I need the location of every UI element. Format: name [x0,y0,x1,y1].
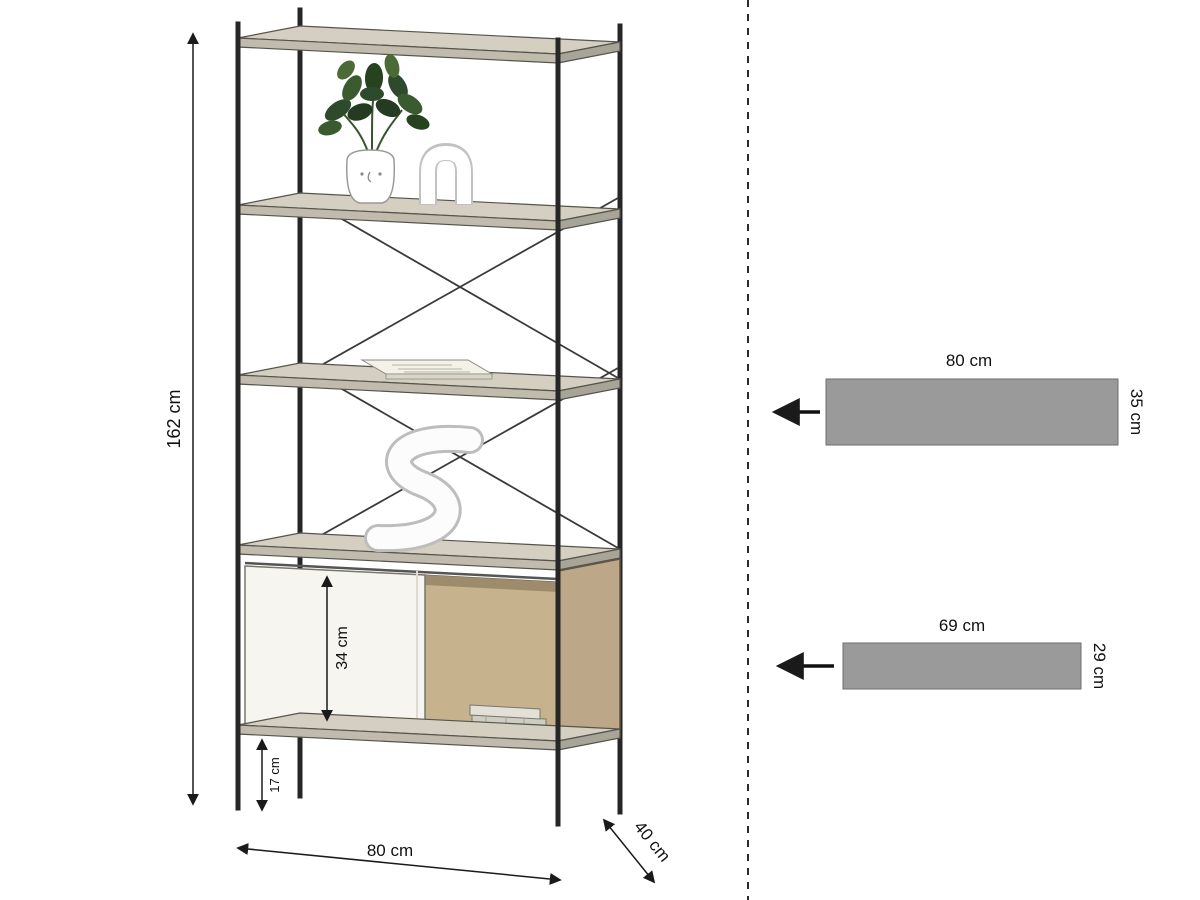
board-large-depth-label: 35 cm [1127,389,1146,435]
shelf-5-bottom [237,712,621,751]
board-small: 69 cm 29 cm [775,616,1109,690]
height-dimension: 162 cm [164,32,199,806]
foot-height-dimension: 17 cm [256,738,282,812]
board-large-width-label: 80 cm [946,351,992,370]
shelf-4-cabinet-top [237,532,621,571]
squiggle-sculpture [364,424,484,553]
shelf-2 [237,192,621,231]
cabinet-side-panel [557,558,621,742]
board-small-width-label: 69 cm [939,616,985,635]
door-rail [244,561,559,581]
board-large-rect [825,378,1119,446]
open-book [360,359,494,380]
width-dimension: 80 cm [236,841,562,885]
depth-dimension: 40 cm [602,818,674,884]
plant-leaves [318,54,430,136]
shelf-unit-drawing [235,7,623,827]
cabinet-interior [424,574,559,746]
height-dimension-label: 162 cm [164,389,184,448]
width-dimension-label: 80 cm [367,841,413,860]
board-large: 80 cm 35 cm [771,351,1146,446]
dimension-annotations: 162 cm 34 cm 17 cm 80 cm 40 cm [164,32,674,885]
foot-height-dimension-label: 17 cm [267,757,282,792]
arch-vase [419,142,473,205]
potted-plant [318,54,430,204]
inner-height-dimension: 34 cm [321,575,351,722]
board-small-rect [842,642,1082,690]
depth-dimension-label: 40 cm [630,818,674,866]
board-small-depth-label: 29 cm [1090,643,1109,689]
plant-pot [346,149,395,204]
shelf-1 [237,25,621,64]
inner-height-dimension-label: 34 cm [334,626,351,670]
